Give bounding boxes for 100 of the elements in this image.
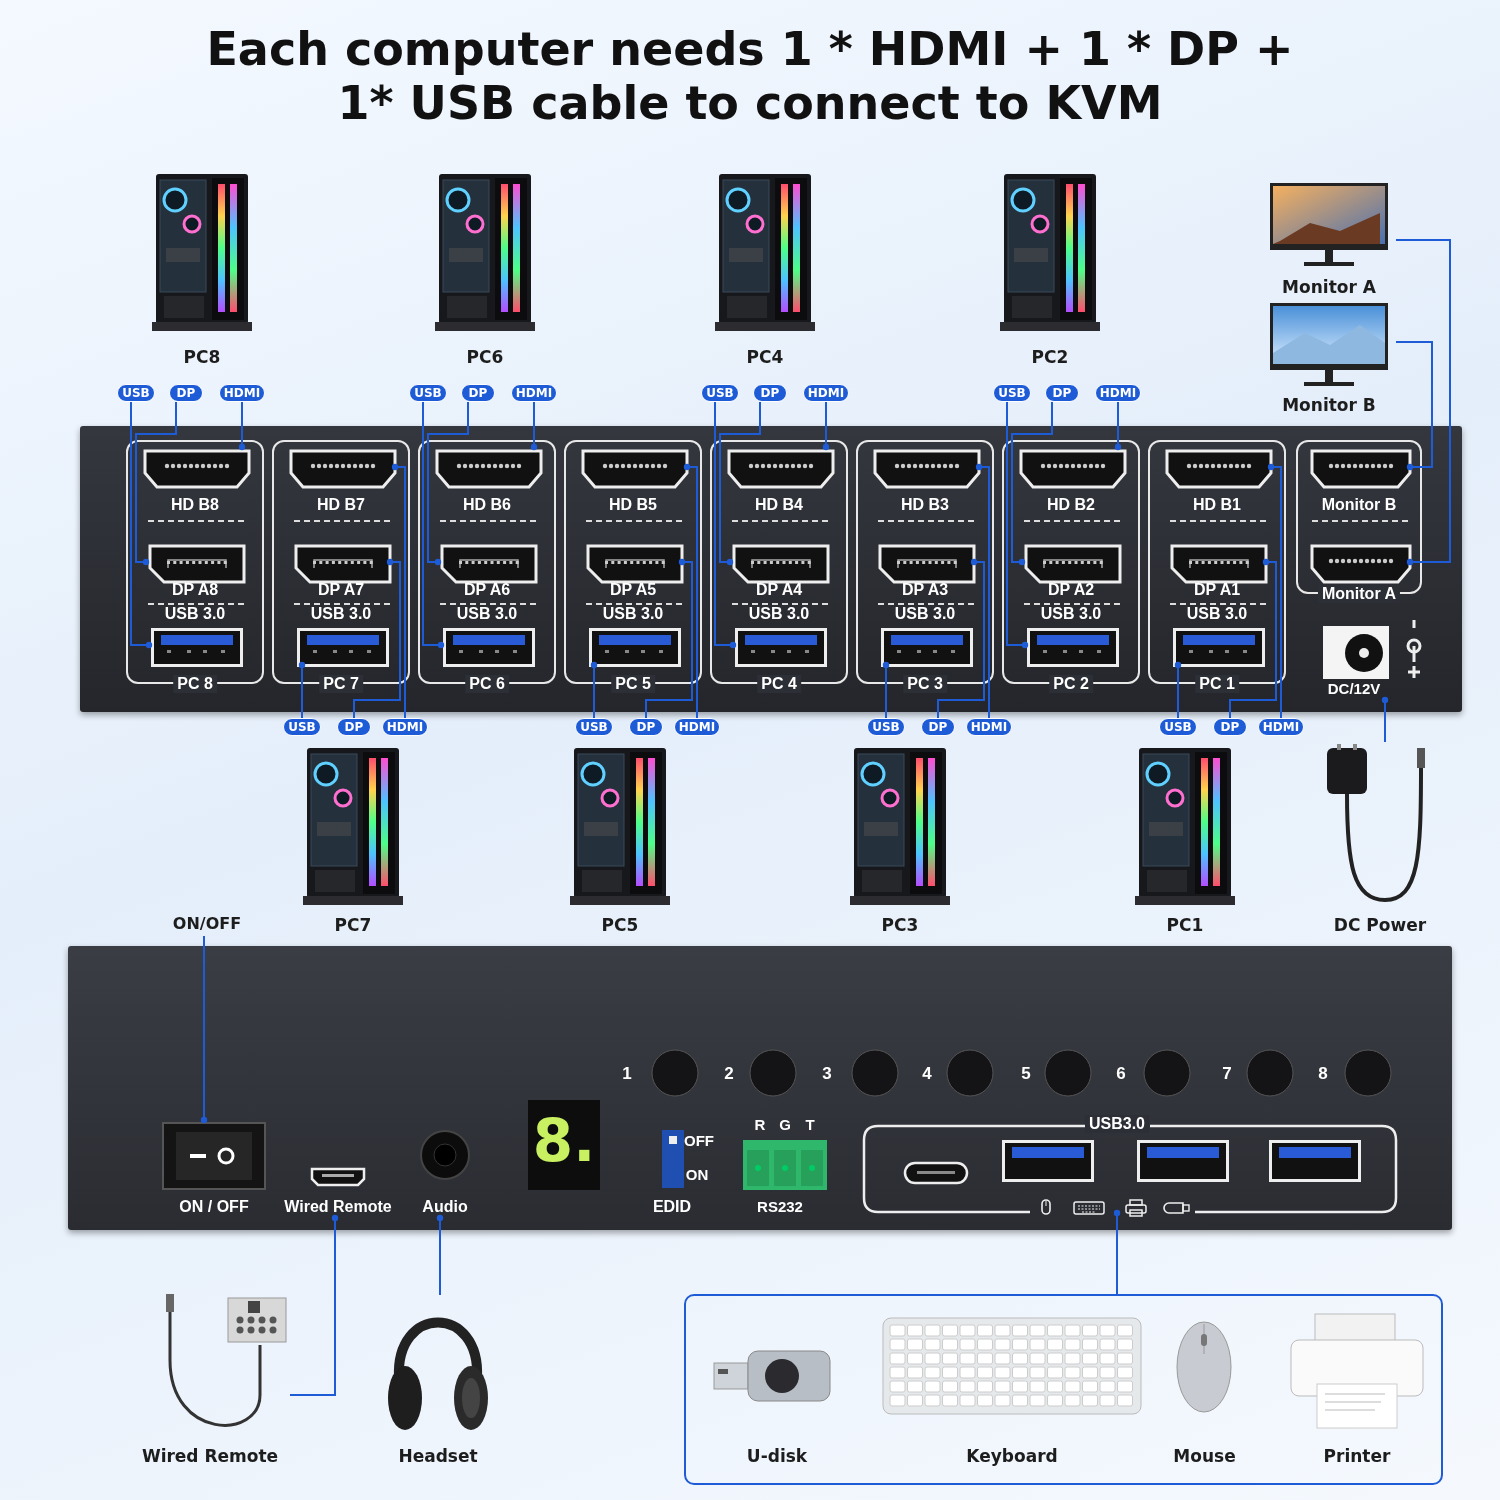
connector-line: [882, 661, 890, 719]
connector-line: [719, 401, 761, 566]
power-input-label: DC/12V: [1327, 680, 1381, 698]
hdmi-port: [1310, 449, 1412, 489]
cable-type-tag: USB: [117, 384, 155, 402]
displayport-port: [1170, 544, 1268, 584]
title-heading: Each computer needs 1 * HDMI + 1 * DP + 1* USB cable to connect to KVM: [205, 22, 1295, 131]
port-label: Monitor A: [1317, 585, 1401, 604]
port-label: USB 3.0: [748, 605, 810, 624]
connector-line: [353, 558, 401, 719]
port-label: Monitor B: [1321, 496, 1397, 515]
pc-name-label: PC6: [466, 348, 504, 368]
usb-port: [297, 628, 389, 667]
port-label: Audio: [422, 1198, 468, 1217]
connector-line: [1011, 401, 1053, 566]
device-name-label: Mouse: [1173, 1447, 1236, 1467]
device-name-label: U-disk: [746, 1447, 808, 1467]
cable-type-tag: USB: [993, 384, 1031, 402]
port-label: RS232: [757, 1198, 803, 1216]
port-label: USB 3.0: [310, 605, 372, 624]
connector-line: [530, 401, 538, 451]
kvm-front-panel: [68, 946, 1452, 1230]
port-label: HD B2: [1047, 496, 1095, 515]
port-label: DP A5: [609, 581, 657, 600]
port-label: HD B5: [609, 496, 657, 515]
pc-number-label: PC 3: [903, 675, 947, 694]
channel-number-label: 6: [1116, 1064, 1126, 1084]
connector-line: [238, 401, 246, 451]
connector-line: [937, 558, 985, 719]
switch-state-label: ON: [685, 1166, 709, 1184]
monitor-name-label: Monitor B: [1282, 396, 1376, 416]
cable-type-tag: HDMI: [1258, 718, 1304, 736]
usb-port: [1027, 628, 1119, 667]
monitor-name-label: Monitor A: [1282, 278, 1376, 298]
port-label: ON / OFF: [179, 1198, 249, 1217]
connector-line: [289, 1214, 339, 1396]
device-name-label: Printer: [1323, 1447, 1391, 1467]
port-label: USB 3.0: [164, 605, 226, 624]
port-label: DP A2: [1047, 581, 1095, 600]
cable-type-tag: DP: [461, 384, 495, 402]
port-label: HD B7: [317, 496, 365, 515]
hdmi-port: [143, 449, 251, 489]
channel-number-label: 4: [922, 1064, 932, 1084]
cable-type-tag: USB: [409, 384, 447, 402]
port-label: HD B6: [463, 496, 511, 515]
connector-line: [822, 401, 830, 451]
port-label: DP A1: [1193, 581, 1241, 600]
pc-name-label: PC7: [334, 916, 372, 936]
cable-type-tag: DP: [921, 718, 955, 736]
port-label: DP A8: [171, 581, 219, 600]
usb-port: [443, 628, 535, 667]
switch-callout-label: ON/OFF: [172, 915, 242, 934]
connector-line: [1174, 661, 1182, 719]
peripheral-group-frame: [684, 1294, 1443, 1485]
port-group-label: USB3.0: [1085, 1115, 1149, 1134]
usb-port: [151, 628, 243, 667]
cable-type-tag: DP: [169, 384, 203, 402]
connector-line: [1114, 401, 1122, 451]
pin-label: T: [805, 1116, 815, 1134]
cable-type-tag: HDMI: [511, 384, 557, 402]
connector-line: [436, 1214, 444, 1296]
connector-line: [135, 401, 177, 566]
pc-number-label: PC 5: [611, 675, 655, 694]
pc-number-label: PC 1: [1195, 675, 1239, 694]
usb-port: [1173, 628, 1265, 667]
pin-label: G: [779, 1116, 791, 1134]
cable-type-tag: USB: [867, 718, 905, 736]
port-label: HD B4: [755, 496, 803, 515]
port-label: HD B1: [1193, 496, 1241, 515]
port-label: EDID: [652, 1198, 692, 1217]
channel-number-label: 3: [822, 1064, 832, 1084]
pc-name-label: PC4: [746, 348, 784, 368]
connector-line: [391, 463, 406, 719]
usb-port: [589, 628, 681, 667]
cable-type-tag: USB: [575, 718, 613, 736]
connector-line: [427, 401, 469, 566]
connector-line: [1395, 341, 1433, 471]
port-label: USB 3.0: [1186, 605, 1248, 624]
hdmi-port: [289, 449, 397, 489]
displayport-port: [294, 544, 392, 584]
cable-type-tag: HDMI: [803, 384, 849, 402]
usb-port: [735, 628, 827, 667]
connector-line: [645, 558, 693, 719]
cable-type-tag: DP: [629, 718, 663, 736]
port-label: HD B8: [171, 496, 219, 515]
pc-number-label: PC 6: [465, 675, 509, 694]
port-label: DP A3: [901, 581, 949, 600]
cable-type-tag: HDMI: [382, 718, 428, 736]
pc-name-label: PC2: [1031, 348, 1069, 368]
port-label: HD B3: [901, 496, 949, 515]
cable-type-tag: HDMI: [219, 384, 265, 402]
connector-line: [1229, 558, 1277, 719]
port-label: Wired Remote: [284, 1198, 392, 1217]
port-label: DP A4: [755, 581, 803, 600]
port-label: DP A7: [317, 581, 365, 600]
pc-name-label: PC1: [1166, 916, 1204, 936]
cable-type-tag: DP: [753, 384, 787, 402]
hdmi-port: [1165, 449, 1273, 489]
port-label: DP A6: [463, 581, 511, 600]
connector-line: [422, 401, 445, 649]
